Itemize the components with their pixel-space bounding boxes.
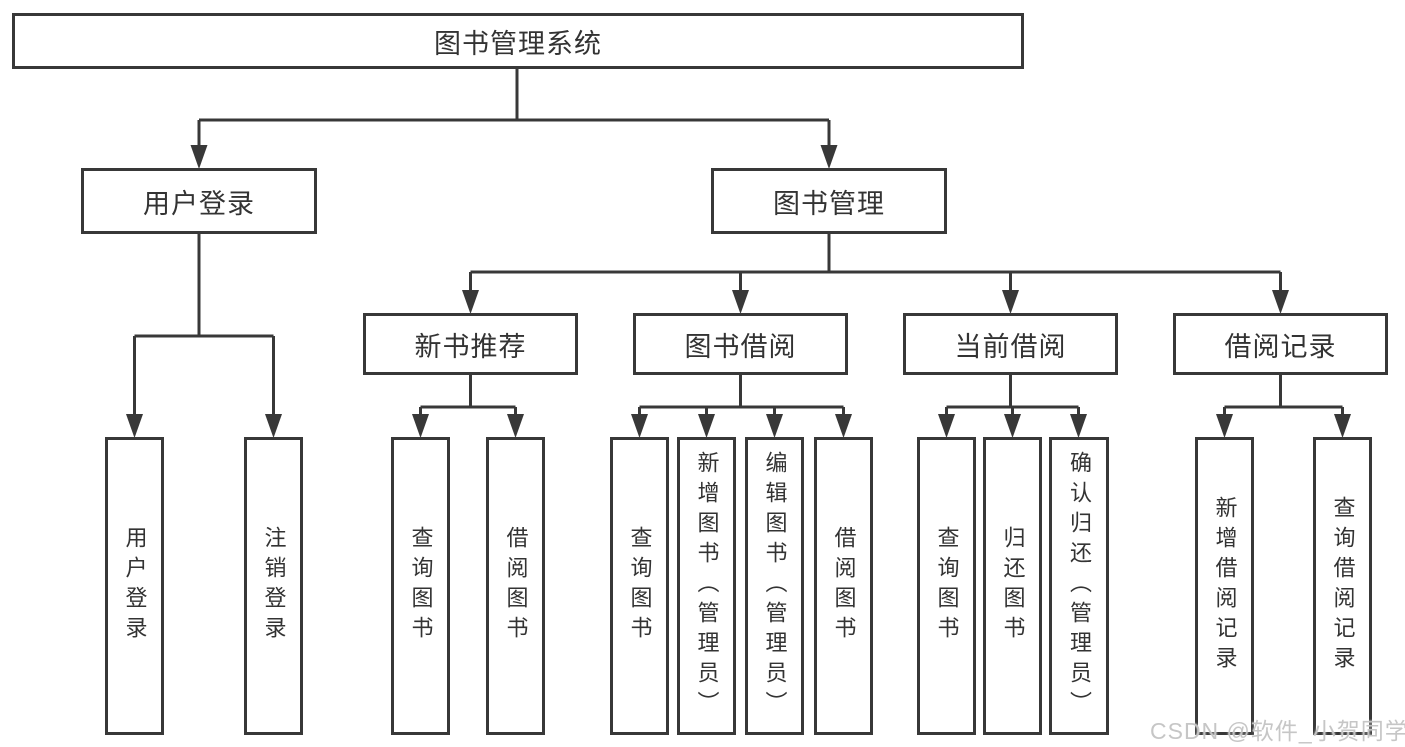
node-current-borrow: 当前借阅: [903, 313, 1118, 375]
node-borrow-records: 借阅记录: [1173, 313, 1388, 375]
node-library-system: 图书管理系统: [12, 13, 1024, 69]
leaf-user-login: 用户登录: [105, 437, 164, 735]
leaf-borrow-books-rec: 借阅图书: [486, 437, 545, 735]
leaf-query-books-borrow: 查询图书: [610, 437, 669, 735]
leaf-query-books-rec: 查询图书: [391, 437, 450, 735]
leaf-query-books-current: 查询图书: [917, 437, 976, 735]
csdn-watermark: CSDN @软件_小贺同学: [1150, 718, 1405, 744]
node-new-book-recommend: 新书推荐: [363, 313, 578, 375]
leaf-confirm-return-admin: 确认归还（管理员）: [1049, 437, 1109, 735]
leaf-return-books: 归还图书: [983, 437, 1042, 735]
node-book-borrow: 图书借阅: [633, 313, 848, 375]
node-user-login: 用户登录: [81, 168, 317, 234]
leaf-add-borrow-record: 新增借阅记录: [1195, 437, 1254, 735]
leaf-logout: 注销登录: [244, 437, 303, 735]
arrowheads: [126, 145, 1351, 438]
leaf-add-books-admin: 新增图书（管理员）: [677, 437, 736, 735]
leaf-borrow-books: 借阅图书: [814, 437, 873, 735]
leaf-edit-books-admin: 编辑图书（管理员）: [745, 437, 804, 735]
node-book-management: 图书管理: [711, 168, 947, 234]
leaf-query-borrow-record: 查询借阅记录: [1313, 437, 1372, 735]
